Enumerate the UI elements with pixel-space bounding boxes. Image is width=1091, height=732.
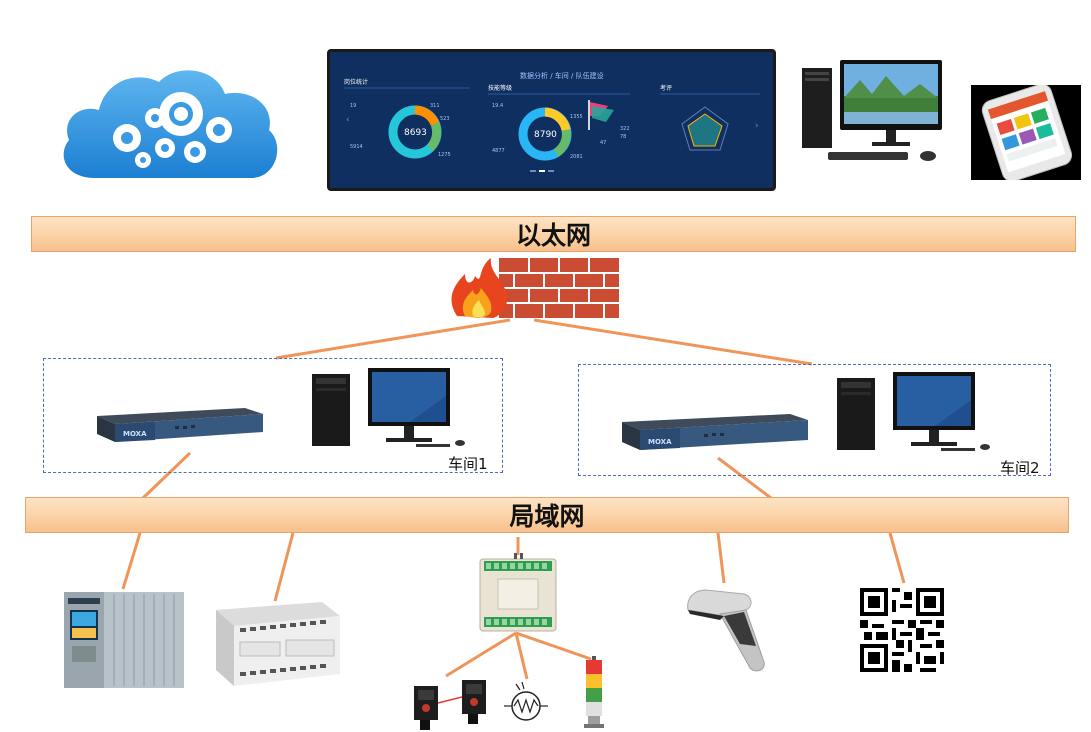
qr-code-icon <box>860 588 944 672</box>
stat-k: 2081 <box>570 154 583 160</box>
donut2-value: 8790 <box>534 130 557 140</box>
donut-chart-2: 8790 <box>518 107 572 161</box>
panel-title-2: 技能等级 <box>488 84 512 92</box>
stat-d: 5914 <box>350 144 363 150</box>
svg-text:‹: ‹ <box>346 115 350 125</box>
plc-controller-icon <box>64 592 184 688</box>
photoelectric-sensor-icon <box>414 680 486 730</box>
svg-text:›: › <box>755 121 759 131</box>
lan-label: 局域网 <box>509 502 585 531</box>
stat-i: 78 <box>620 134 626 140</box>
donut-chart-1: 8693 <box>388 105 442 159</box>
moxa-logo-2: MOXA <box>648 438 672 446</box>
desktop-computer-icon <box>802 60 942 161</box>
moxa-switch-2: MOXA <box>622 414 808 450</box>
moxa-logo-1: MOXA <box>123 430 147 438</box>
moxa-switch-1: MOXA <box>97 408 263 442</box>
ethernet-label: 以太网 <box>515 221 591 250</box>
stat-g: 1355 <box>570 114 583 120</box>
firewall-icon <box>451 258 619 318</box>
ethernet-bar: 以太网 <box>31 216 1076 252</box>
workshop-group-1 <box>43 358 503 473</box>
workstation-computer-1 <box>312 368 465 447</box>
lan-bar: 局域网 <box>25 497 1069 533</box>
smartphone-icon <box>971 85 1081 180</box>
stat-a: 19 <box>350 103 356 109</box>
workshop-group-2 <box>578 364 1051 476</box>
dashboard-content: 数据分析 / 车间 / 队伍建设 岗位统计 技能等级 考评 8693 8790 <box>330 52 773 188</box>
stat-h: 322 <box>620 126 630 132</box>
io-module-icon <box>479 553 557 632</box>
dashboard-nav: 数据分析 / 车间 / 队伍建设 <box>520 71 604 80</box>
signal-tower-light-icon <box>584 656 604 728</box>
panel-title-3: 考评 <box>660 84 672 92</box>
stat-f: 19.4 <box>492 103 503 109</box>
donut1-value: 8693 <box>404 128 427 138</box>
workshop-label-1: 车间1 <box>448 455 488 473</box>
stat-l: 47 <box>600 140 606 146</box>
stat-b: 311 <box>430 103 440 109</box>
panel-title-1: 岗位统计 <box>344 78 368 86</box>
compact-plc-icon <box>216 602 340 686</box>
stat-c: 523 <box>440 116 450 122</box>
temperature-sensor-icon <box>504 681 548 721</box>
workshop-label-2: 车间2 <box>1000 459 1040 477</box>
workstation-computer-2 <box>837 372 990 451</box>
dashboard-screen: 数据分析 / 车间 / 队伍建设 岗位统计 技能等级 考评 8693 8790 <box>327 49 776 191</box>
barcode-scanner-icon <box>687 589 765 672</box>
stat-j: 4877 <box>492 148 505 154</box>
stat-e: 1275 <box>438 152 451 158</box>
radar-chart <box>681 106 729 151</box>
cloud-gears-icon <box>63 70 278 178</box>
